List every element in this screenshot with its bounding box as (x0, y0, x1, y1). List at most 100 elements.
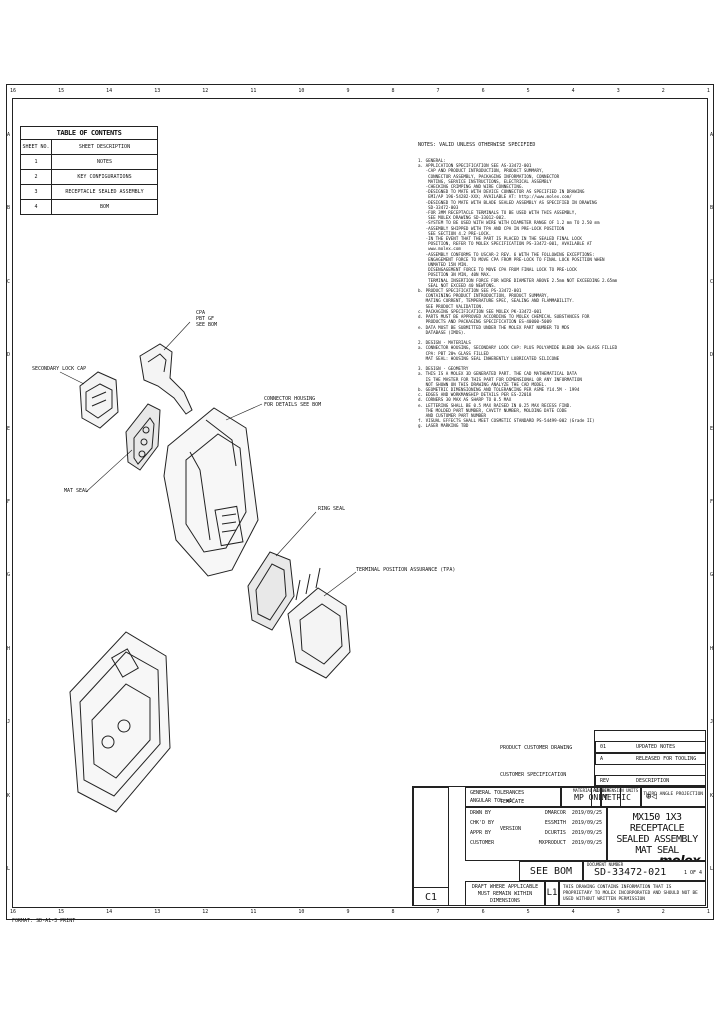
cpa-part (139, 343, 193, 415)
title-line-1: MX150 1X3 RECEPTACLE (629, 812, 685, 834)
person-name: DCURTIS (544, 830, 566, 836)
general-tolerances: GENERAL TOLERANCES (470, 790, 525, 796)
zone-label: 13 (154, 909, 161, 915)
outer-border (6, 84, 714, 920)
person-name: MXPRODUCT (538, 840, 566, 846)
misc-line: PRODUCT CUSTOMER DRAWING (500, 745, 573, 751)
projection-symbol-icon: ⊕◁ (646, 792, 657, 802)
zone-label: A (709, 131, 713, 138)
dimensions: DIMENSIONS (489, 898, 521, 904)
zone-label: 9 (346, 88, 350, 94)
zone-label: 2 (661, 88, 665, 94)
size-cell: L1 (545, 881, 559, 905)
zone-label: 12 (202, 88, 209, 94)
zone-label: 1 (706, 909, 710, 915)
zone-label: 11 (250, 88, 257, 94)
person-date: 2019/09/25 (571, 830, 602, 836)
person-name: DMARCOR (544, 810, 566, 816)
callout-ring-seal: RING SEAL (318, 506, 346, 512)
rev-value: 01 (600, 744, 607, 750)
zone-label: 4 (571, 909, 575, 915)
callout-cpa: CPA PBT GF SEE BOM (196, 310, 218, 328)
zone-label: 5 (526, 88, 530, 94)
zone-label: A (7, 131, 11, 138)
zone-label: 3 (616, 909, 620, 915)
zone-label: 1 (706, 88, 710, 94)
toc-sheet-desc: BOM (99, 204, 110, 210)
callout-mat-seal: MAT SEAL (64, 488, 89, 494)
toc-row: 2 KEY CONFIGURATIONS (21, 170, 157, 185)
toc-sheet-desc: RECEPTACLE SEALED ASSEMBLY (65, 189, 144, 195)
person-role: DRWN BY (470, 810, 492, 816)
c1-value: C1 (424, 892, 438, 903)
toc-sheet-num: 4 (21, 200, 52, 214)
tpa-part (287, 567, 351, 679)
title-line-2: SEALED ASSEMBLY (616, 834, 698, 845)
notes-heading: NOTES: VALID UNLESS OTHERWISE SPECIFIED (418, 142, 536, 148)
callout-tpa: TERMINAL POSITION ASSURANCE (TPA) (356, 567, 456, 573)
zone-label: L (7, 866, 11, 873)
zone-label: 14 (106, 909, 113, 915)
units-cell: DIMENSION UNITS METRIC (601, 787, 641, 807)
callout-housing: CONNECTOR HOUSING FOR DETAILS SEE BOM (264, 396, 322, 408)
zone-label: B (709, 205, 713, 212)
draft-where: DRAFT WHERE APPLICABLE (471, 884, 539, 890)
zone-label: 15 (58, 909, 65, 915)
mat-seal-part (125, 403, 161, 471)
size-value: A1 (592, 788, 600, 794)
zone-label: J (7, 719, 11, 726)
zone-label: 16 (10, 88, 17, 94)
person-role: CUSTOMER (470, 840, 495, 846)
toc-header-row: SHEET NO. SHEET DESCRIPTION (21, 140, 157, 155)
must-remain: MUST REMAIN WITHIN (477, 891, 533, 897)
zone-label: F (7, 498, 11, 505)
title-line-3: MAT SEAL (635, 845, 679, 856)
format-label: FORMAT: SD-A1-3 PRINT (12, 918, 76, 924)
toc-sheet-num: 3 (21, 185, 52, 199)
zone-label: 13 (154, 88, 161, 94)
zone-label: E (709, 425, 713, 432)
toc-row: 3 RECEPTACLE SEALED ASSEMBLY (21, 185, 157, 200)
leader-lines (59, 321, 357, 597)
units-value: METRIC (602, 793, 631, 802)
zone-label: K (709, 792, 713, 799)
misc-line: TEMPLATE (500, 799, 525, 805)
zone-label: 16 (10, 909, 17, 915)
zone-label: 8 (391, 909, 395, 915)
rev-desc: UPDATED NOTES (636, 744, 676, 750)
toc-sheet-num: 2 (21, 170, 52, 184)
toc-row: 4 BOM (21, 200, 157, 214)
toc-sheet-desc: NOTES (96, 159, 113, 165)
zone-label: 14 (106, 88, 113, 94)
misc-line: CUSTOMER SPECIFICATION (500, 772, 567, 778)
toc-sheet-desc: KEY CONFIGURATIONS (77, 174, 132, 180)
person-date: 2019/09/25 (571, 820, 602, 826)
zone-label: 7 (436, 909, 440, 915)
c1-cell: C1 (413, 887, 449, 905)
doc-sheet: 1 OF 4 (683, 870, 702, 876)
zone-label: H (709, 645, 713, 652)
toc-col-sheet: SHEET NO. (21, 140, 52, 154)
doc-label: DOCUMENT NUMBER (587, 862, 624, 867)
rev-col-label: REV (600, 778, 610, 784)
zone-label: J (709, 719, 713, 726)
toc-col-desc: SHEET DESCRIPTION (78, 144, 131, 150)
zone-label: C (7, 278, 11, 285)
zone-label: D (709, 352, 713, 359)
projection-label: THIRD ANGLE PROJECTION (643, 792, 703, 797)
ring-seal-part (247, 551, 295, 631)
notes-block: NOTES: VALID UNLESS OTHERWISE SPECIFIED … (418, 142, 708, 429)
zone-label: F (709, 498, 713, 505)
zone-label: 3 (616, 88, 620, 94)
zone-label: 12 (202, 909, 209, 915)
enter-description-strip (413, 787, 449, 905)
callout-lock-cap: SECONDARY LOCK CAP (32, 366, 87, 372)
